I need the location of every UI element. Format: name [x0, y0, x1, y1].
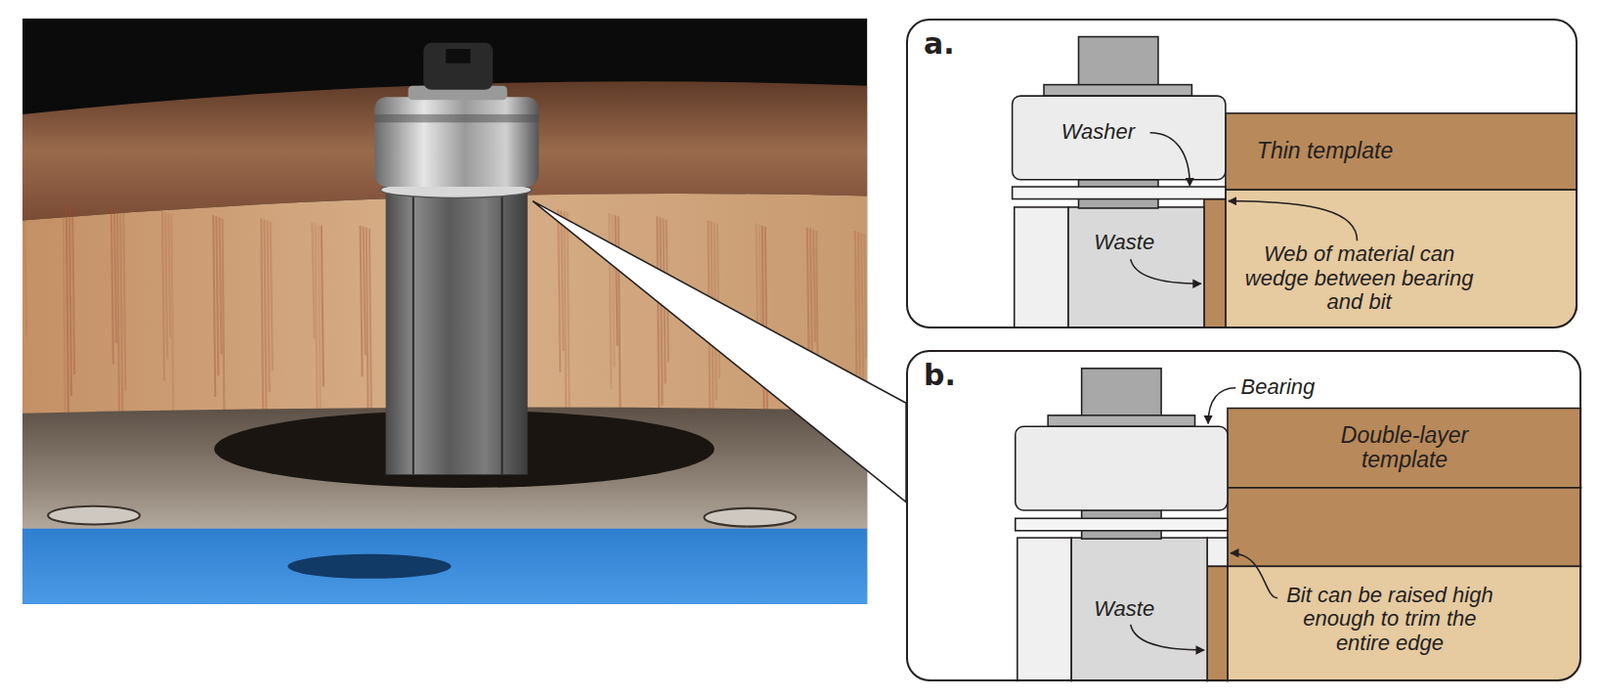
grain-line [66, 205, 69, 418]
grain-line [120, 210, 123, 413]
grain-line [267, 219, 270, 391]
grain-line [213, 215, 216, 397]
leader-line [1228, 201, 1358, 242]
grain-line [162, 211, 165, 381]
photo-background [22, 18, 867, 605]
grain-line [168, 213, 171, 338]
leader-line [1230, 553, 1278, 599]
detail-b [906, 349, 1582, 682]
grain-line [861, 232, 864, 380]
plate-screw [703, 508, 796, 527]
washer [1012, 186, 1226, 200]
template-band: Double-layer template [1227, 408, 1582, 488]
grain-line [813, 229, 816, 343]
grain-line [114, 208, 117, 344]
grain-line [263, 218, 266, 413]
grain-line [369, 228, 372, 425]
bearing [374, 96, 539, 187]
bearing [1015, 426, 1228, 511]
template-layer [1227, 408, 1582, 488]
grain-line [311, 222, 314, 340]
waste [1204, 199, 1226, 330]
bit-body [1071, 537, 1208, 682]
template [1225, 113, 1578, 190]
grain-line [561, 210, 563, 351]
template-band: Thin template [1225, 113, 1578, 190]
router-base [22, 528, 867, 605]
panel-letter: a. [923, 26, 955, 61]
part-label: Waste [1093, 597, 1155, 621]
grain-line [615, 215, 618, 346]
leader-line [1150, 132, 1191, 186]
grain-line [858, 231, 861, 401]
grain-line [24, 204, 27, 338]
part-label: Washer [1061, 120, 1135, 144]
grain-line [111, 207, 114, 365]
bit-body [1068, 207, 1205, 329]
grain-line [72, 207, 75, 375]
grain-line [270, 221, 273, 371]
grain-line [171, 214, 173, 429]
bolt-washer [1043, 85, 1192, 96]
detail-panel: b. Double-layer template [906, 349, 1582, 682]
grain-line [318, 224, 321, 409]
leader-line [1130, 259, 1202, 284]
grain-line [117, 209, 120, 434]
grain-line [656, 216, 659, 427]
grain-line [810, 228, 813, 364]
bolt [1079, 37, 1159, 87]
grain-line [165, 212, 168, 359]
base-hole [287, 554, 451, 579]
template-label: Double-layer template [1314, 423, 1496, 474]
grain-line [260, 217, 263, 434]
grain-line [566, 212, 569, 421]
grain-line [315, 223, 318, 431]
grain-line [216, 216, 218, 376]
part-label: Bearing [1241, 375, 1316, 399]
zoom-callout [532, 201, 907, 503]
grain-line [123, 211, 126, 391]
detail-panel: a. Thin template [906, 18, 1578, 329]
bolt-socket [445, 48, 471, 64]
grain-line [218, 216, 221, 354]
plate-screw [47, 506, 140, 525]
bolt [1081, 368, 1162, 417]
grain-line [360, 225, 363, 377]
part-label: Waste [1093, 230, 1155, 255]
leader-line [1208, 388, 1236, 425]
grain-line [69, 206, 72, 396]
grain-line [659, 216, 662, 405]
bit-edge [1014, 207, 1069, 329]
grain-line [63, 204, 66, 439]
router-photo [22, 18, 867, 605]
workpiece [1225, 189, 1578, 329]
grain-line [608, 213, 611, 390]
leader-line [1130, 624, 1205, 650]
note-label: Bit can be raised high enough to trim th… [1274, 583, 1506, 655]
bearing [1012, 95, 1226, 180]
template-label: Thin template [1256, 138, 1393, 164]
grain-line [611, 214, 614, 368]
bolt-washer [1047, 415, 1195, 427]
bit-facet [412, 193, 415, 475]
bit-facet [501, 193, 504, 475]
note-label: Web of material can wedge between bearin… [1244, 242, 1475, 314]
panel-letter: b. [923, 357, 956, 392]
washer [1015, 518, 1228, 531]
bit-edge [1017, 537, 1072, 682]
bit-edge [1207, 537, 1228, 566]
bit-body [386, 183, 528, 476]
grain-line [558, 209, 561, 373]
waste [1207, 565, 1228, 682]
workpiece [1227, 565, 1582, 682]
grain-line [563, 211, 566, 442]
grain-line [321, 225, 324, 388]
grain-line [363, 226, 366, 356]
bolt-head [423, 43, 493, 90]
bearing-groove [374, 114, 539, 123]
template-layer [1227, 487, 1582, 566]
detail-a [906, 18, 1578, 329]
grain-line [864, 233, 866, 358]
